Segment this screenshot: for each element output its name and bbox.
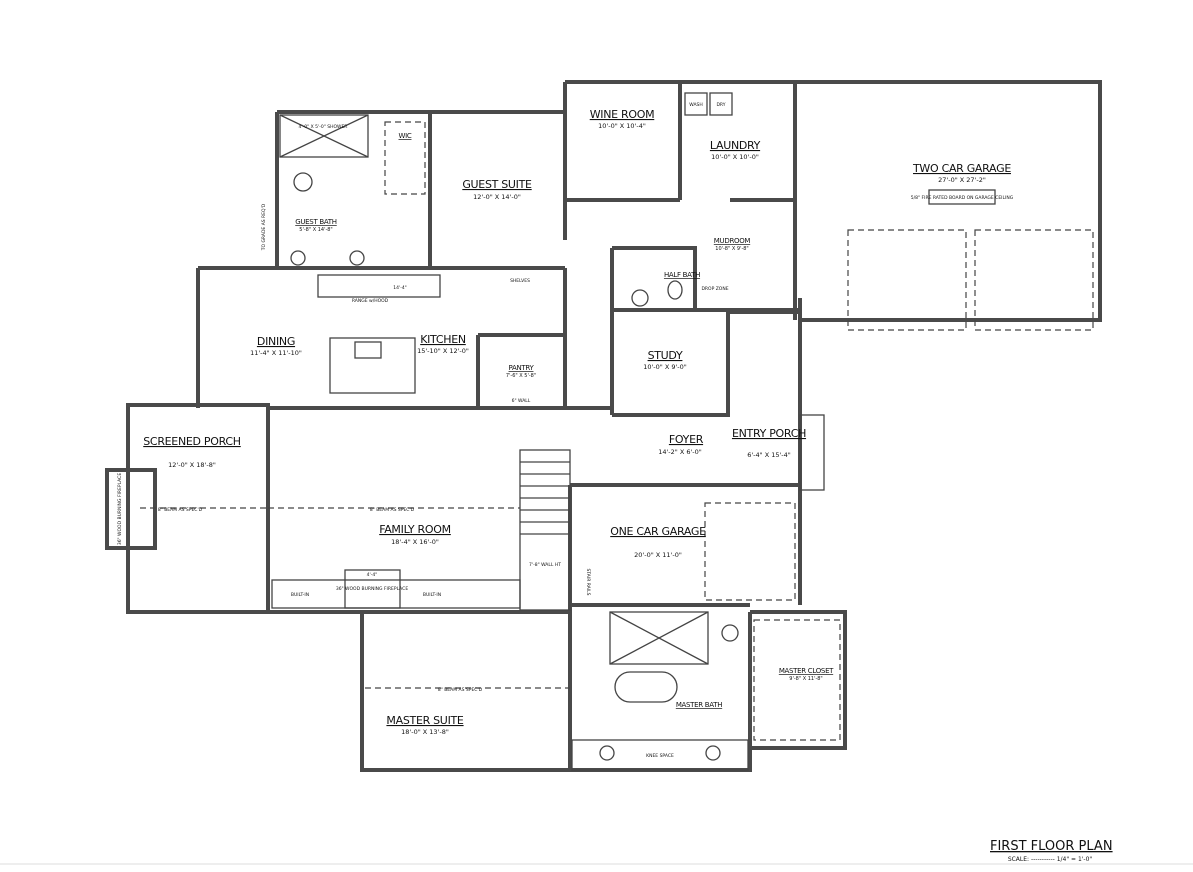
beam-note-master: 8" BEAM AS SPEC'D xyxy=(438,687,483,693)
kitchen-label: KITCHEN xyxy=(420,333,466,346)
range-dim: 14'-4" xyxy=(393,285,407,291)
fireplace-dim: 4'-4" xyxy=(367,572,378,578)
guest-bath-size: 5'-8" X 14'-8" xyxy=(299,227,332,233)
guest-suite-size: 12'-0" X 14'-0" xyxy=(473,193,521,201)
half-bath-label: HALF BATH xyxy=(664,271,700,279)
foyer-size: 14'-2" X 6'-0" xyxy=(658,448,702,456)
entry-porch-size: 6'-4" X 15'-4" xyxy=(747,451,791,459)
built-in-left: BUILT-IN xyxy=(291,592,309,598)
master-closet-label: MASTER CLOSET xyxy=(779,667,834,675)
wash-label: WASH xyxy=(689,102,703,108)
plan-title: FIRST FLOOR PLAN xyxy=(990,839,1113,854)
dining-size: 11'-4" X 11'-10" xyxy=(250,349,302,357)
built-in-right: BUILT-IN xyxy=(423,592,441,598)
wine-room-size: 10'-0" X 10'-4" xyxy=(598,122,646,130)
room-labels: GUEST SUITE 12'-0" X 14'-0" GUEST BATH 5… xyxy=(143,108,1013,736)
garage-ceiling-note: 5/8" FIRE RATED BOARD ON GARAGE CEILING xyxy=(911,195,1014,201)
foyer-label: FOYER xyxy=(669,433,704,446)
laundry-size: 10'-0" X 10'-0" xyxy=(711,153,759,161)
pantry-label: PANTRY xyxy=(509,364,535,372)
family-room-size: 18'-4" X 16'-0" xyxy=(391,538,439,546)
master-closet-size: 9'-8" X 11'-8" xyxy=(789,676,822,682)
two-car-garage-label: TWO CAR GARAGE xyxy=(912,162,1011,175)
pantry-wall-note: 6" WALL xyxy=(512,398,531,404)
fireplace-note: 36" WOOD BURNING FIREPLACE xyxy=(336,586,408,592)
plan-notes: 4'-0" X 5'-0" SHOWER WASH DRY RANGE w/HO… xyxy=(117,102,729,759)
two-car-garage-size: 27'-0" X 27'-2" xyxy=(938,176,986,184)
entry-porch-label: ENTRY PORCH xyxy=(732,427,806,440)
screened-porch-label: SCREENED PORCH xyxy=(143,435,241,448)
knee-space-note: KNEE SPACE xyxy=(646,753,674,759)
dry-label: DRY xyxy=(716,102,725,108)
guest-suite-label: GUEST SUITE xyxy=(462,178,532,191)
stair-rails-note: STAIR RAILS xyxy=(585,569,591,596)
mudroom-label: MUDROOM xyxy=(714,237,751,245)
title-block: FIRST FLOOR PLAN SCALE: ----------- 1/4"… xyxy=(0,839,1193,865)
range-hood-note: RANGE w/HOOD xyxy=(352,298,389,304)
laundry-label: LAUNDRY xyxy=(710,139,761,152)
shower-note: 4'-0" X 5'-0" SHOWER xyxy=(299,124,348,130)
shelves-note: SHELVES xyxy=(510,278,530,284)
study-size: 10'-0" X 9'-0" xyxy=(643,363,687,371)
one-car-garage-size: 20'-0" X 11'-0" xyxy=(634,551,682,559)
wic-label: WIC xyxy=(399,132,412,140)
master-bath-label: MASTER BATH xyxy=(676,701,722,709)
to-grade-note: TO GRADE AS REQ'D xyxy=(261,203,267,251)
family-room-label: FAMILY ROOM xyxy=(379,523,451,536)
wine-room-label: WINE ROOM xyxy=(590,108,655,121)
walls xyxy=(105,80,1102,772)
pantry-size: 7'-6" X 5'-8" xyxy=(506,373,536,379)
master-suite-size: 18'-0" X 13'-8" xyxy=(401,728,449,736)
study-label: STUDY xyxy=(648,349,683,362)
plan-scale: SCALE: ----------- 1/4" = 1'-0" xyxy=(1008,856,1093,863)
drop-zone-note: DROP ZONE xyxy=(701,286,728,292)
fixtures xyxy=(140,92,1094,771)
beam-note-family: 8" BEAM AS SPEC'D xyxy=(370,507,415,513)
dining-label: DINING xyxy=(257,335,295,348)
master-suite-label: MASTER SUITE xyxy=(386,714,464,727)
porch-fireplace-note: 36" WOOD BURNING FIREPLACE xyxy=(117,473,123,545)
wall-ht-note: 7'-8" WALL HT xyxy=(529,562,561,568)
beam-note-porch: 8" BEAM AS SPEC'D xyxy=(158,507,203,513)
one-car-garage-label: ONE CAR GARAGE xyxy=(610,525,706,538)
mudroom-size: 10'-8" X 9'-8" xyxy=(715,246,748,252)
guest-bath-label: GUEST BATH xyxy=(295,218,337,226)
kitchen-size: 15'-10" X 12'-0" xyxy=(417,347,469,355)
screened-porch-size: 12'-0" X 18'-8" xyxy=(168,461,216,469)
